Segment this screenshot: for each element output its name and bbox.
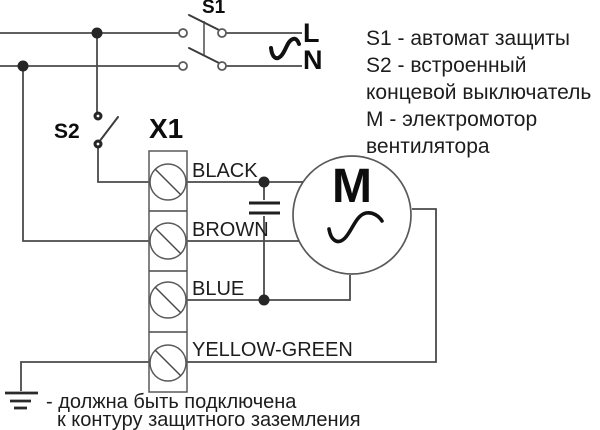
motor-label: M xyxy=(332,160,372,213)
terminal-screw-1 xyxy=(149,163,187,201)
motor-circle xyxy=(292,155,412,275)
terminal-label-brown: BROWN xyxy=(192,219,269,241)
wire-ground xyxy=(20,361,150,391)
ground-note-line-2: к контуру защитного заземления xyxy=(57,409,361,430)
terminal-label-black: BLACK xyxy=(192,160,258,182)
junction-dot-black xyxy=(258,176,270,188)
neutral-label: N xyxy=(303,45,323,75)
earth-ground-icon xyxy=(5,391,38,410)
s1-contact-top-left xyxy=(178,28,188,38)
junction-dot-neutral xyxy=(17,60,29,72)
s1-label: S1 xyxy=(202,0,226,18)
s1-blade-bottom xyxy=(188,47,220,64)
terminal-label-yellow-green: YELLOW-GREEN xyxy=(192,339,353,361)
wire-blue xyxy=(186,275,351,301)
line-label: L xyxy=(303,18,320,48)
terminal-screw-4 xyxy=(149,344,187,382)
wire-neutral-to-brown-terminal xyxy=(22,66,150,242)
legend-line-2: S2 - встроенный xyxy=(366,54,526,77)
legend-line-4: М - электромотор xyxy=(366,108,537,131)
legend-line-1: S1 - автомат защиты xyxy=(366,27,570,50)
s2-label: S2 xyxy=(54,120,80,143)
s1-contact-bottom-left xyxy=(178,61,188,71)
s2-blade xyxy=(98,116,119,143)
ground-note-line-1: - должна быть подключена xyxy=(46,391,297,413)
junction-dot-line xyxy=(91,27,103,39)
ac-sine-icon xyxy=(269,36,301,61)
legend: S1 - автомат защиты S2 - встроенный конц… xyxy=(366,27,591,158)
junction-dot-blue xyxy=(258,294,270,306)
s1-contact-bottom-right xyxy=(217,61,227,71)
s2-contact-bottom-center xyxy=(96,142,100,146)
motor-ac-sine-icon xyxy=(327,211,384,244)
legend-line-3: концевой выключатель xyxy=(366,81,591,104)
terminal-screw-2 xyxy=(149,222,187,260)
legend-line-5: вентилятора xyxy=(366,135,490,158)
terminal-label-blue: BLUE xyxy=(192,278,244,300)
s1-contact-top-right xyxy=(217,28,227,38)
wire-yellow-green xyxy=(186,208,437,363)
ground-note: - должна быть подключена к контуру защит… xyxy=(46,391,361,430)
wire-s2-to-black-terminal xyxy=(97,148,150,183)
terminal-screw-3 xyxy=(149,281,187,319)
s2-contact-top-center xyxy=(96,114,100,118)
x1-label: X1 xyxy=(149,113,183,144)
